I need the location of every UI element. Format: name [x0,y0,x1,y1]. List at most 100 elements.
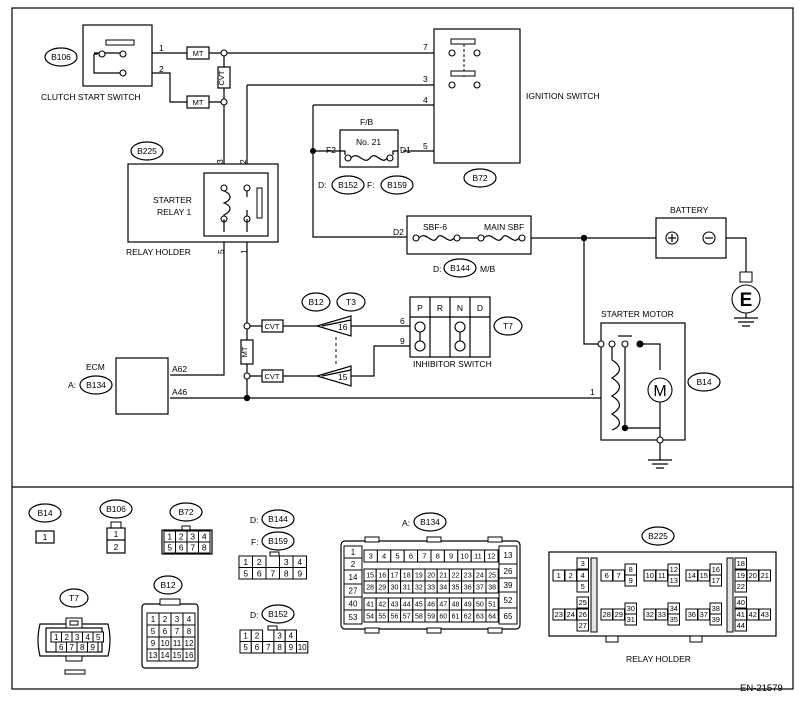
legend-pin: 5 [581,582,585,591]
legend-pin: 60 [439,614,447,621]
legend-pin: 58 [415,614,423,621]
legend-pin: 54 [366,614,374,621]
legend-pin: 16 [712,565,720,574]
prefix-label: D: [250,610,259,620]
legend-pin: 11 [658,571,666,580]
legend-pin: 43 [391,602,399,609]
legend-pin: 42 [749,610,757,619]
battery: BATTERY [655,205,727,259]
legend-b12-label: B12 [160,580,175,590]
legend-pin: 2 [179,532,184,542]
position-n: N [457,303,463,313]
legend-pin: 62 [464,614,472,621]
prefix-label: F: [251,537,259,547]
fuse-no21-label: No. 21 [356,137,381,147]
prefix-label: D: [318,180,327,190]
legend-pin: 20 [749,571,757,580]
connector-b14: B14 [696,377,711,387]
pin-label: A46 [172,387,187,397]
outer-frame [11,7,794,690]
prefix-label: D: [433,264,442,274]
connector-t3: T3 [346,297,356,307]
legend-pin: 28 [603,610,611,619]
legend-pin: 1 [243,557,248,567]
main-fuse-box: SBF-6 MAIN SBF D2 D: B144 M/B [393,215,588,278]
starter-motor-label: STARTER MOTOR [601,309,674,319]
legend-pin: 1 [167,532,172,542]
ecm: ECM A: B134 A62 A46 [68,357,187,415]
battery-label: BATTERY [670,205,709,215]
prefix-label: F: [367,180,375,190]
legend-b14-label: B14 [37,508,52,518]
prefix-label: A: [68,380,76,390]
legend-pin: 7 [175,627,180,636]
legend-pin: 4 [581,571,585,580]
legend-pin: 55 [378,614,386,621]
legend-pin: 27 [579,621,587,630]
legend-pin: 30 [391,585,399,592]
cvt-tag: CVT [265,322,280,331]
legend-pin: 4 [289,632,294,641]
inhibitor-switch-label: INHIBITOR SWITCH [413,359,492,369]
legend-pin: 51 [488,602,496,609]
clutch-start-switch-label: CLUTCH START SWITCH [41,92,141,102]
legend-pin: 56 [391,614,399,621]
legend-pin: 41 [366,602,374,609]
legend-pin: 6 [605,571,609,580]
legend-pin: 2 [257,557,262,567]
pin-label: 5 [216,249,226,254]
position-d: D [477,303,483,313]
ignition-switch-label: IGNITION SWITCH [526,91,600,101]
legend-pin: 20 [427,573,435,580]
motor-symbol: M [653,383,666,400]
legend-pin: 48 [452,602,460,609]
legend-pin: 1 [243,632,248,641]
legend-pin: 15 [173,651,182,660]
starter-relay: B225 STARTER RELAY 1 3 2 5 1 RELAY HOLDE… [126,141,279,257]
legend-pin: 32 [646,610,654,619]
legend-pin: 7 [270,568,275,578]
legend-pin: 9 [151,639,156,648]
position-r: R [437,303,443,313]
legend-pin: 4 [187,615,192,624]
legend-pin: 36 [464,585,472,592]
legend-pin: 9 [449,552,453,561]
legend-pin: 4 [297,557,302,567]
legend-pin: 2 [255,632,260,641]
legend-b106-label: B106 [106,504,126,514]
pin-label: 7 [423,42,428,52]
legend-pin: 64 [488,614,496,621]
legend-pin: 26 [504,567,513,576]
legend-pin: 21 [439,573,447,580]
connector-b72: B72 [472,173,487,183]
legend-pin: 4 [382,552,386,561]
legend-pin: 14 [349,573,358,582]
connector-b225: B225 [137,146,157,156]
legend-pin: 4 [86,633,91,642]
legend-pin: 25 [488,573,496,580]
legend-pin: 53 [349,613,358,622]
legend-pin: 49 [464,602,472,609]
legend-pin: 44 [403,602,411,609]
legend-pin: 8 [277,643,282,652]
legend-pin: 3 [190,532,195,542]
pin-label: 9 [400,336,405,346]
inhibitor-switch: P R N D 6 9 INHIBITOR SWITCH T7 [400,296,523,369]
legend-pin: 28 [366,585,374,592]
legend-pin: 19 [737,571,745,580]
connector-b144: B144 [450,263,470,273]
legend-pin: 63 [476,614,484,621]
legend-pin: 59 [427,614,435,621]
legend-pin: 5 [243,568,248,578]
legend-pin: 36 [688,610,696,619]
legend-pin: 31 [627,615,635,624]
pin-label: D2 [393,227,404,237]
pin-label: 1 [159,43,164,53]
connector-b134: B134 [86,380,106,390]
legend-pin: 35 [452,585,460,592]
legend-pin: 50 [476,602,484,609]
figure-code: EN-21579 [740,683,783,694]
legend-pin: 8 [80,643,85,652]
legend-pin: 6 [163,627,168,636]
legend-pin: 41 [737,610,745,619]
